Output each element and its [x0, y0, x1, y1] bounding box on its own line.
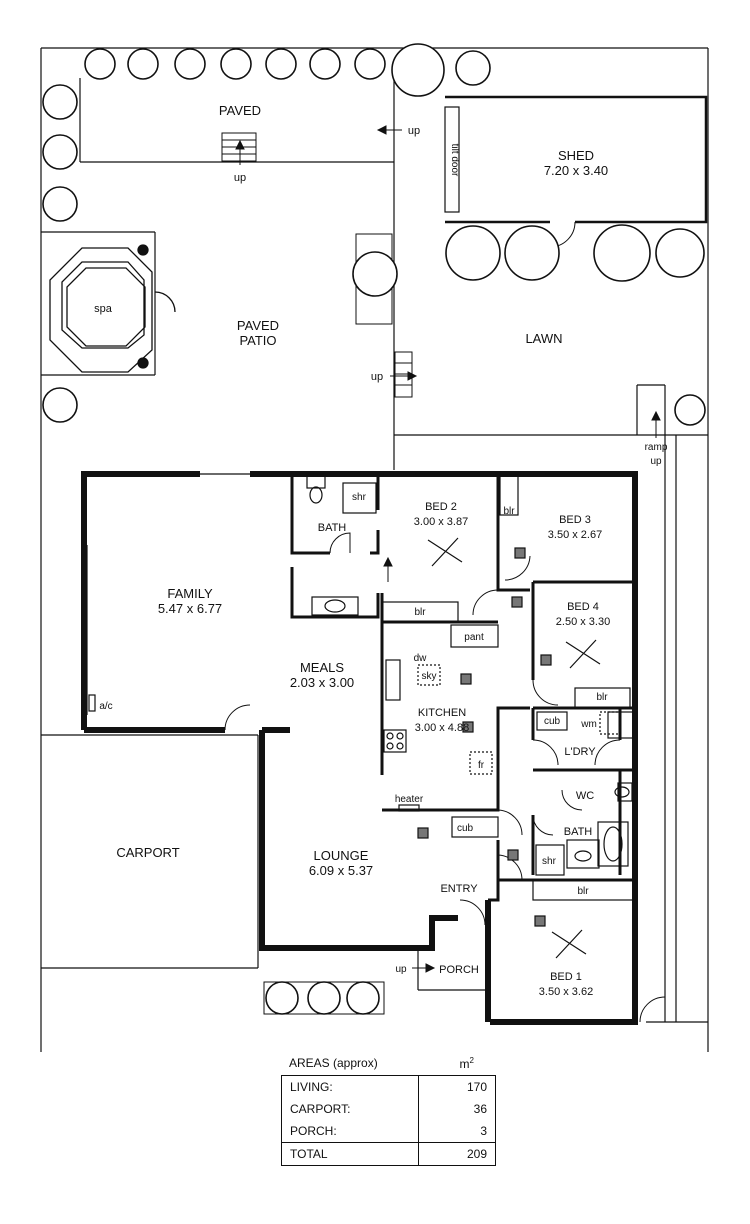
- family-label: FAMILY: [167, 586, 213, 601]
- heater-label: heater: [395, 794, 424, 805]
- fixtures: [86, 473, 636, 1023]
- bath2-label: BATH: [564, 826, 593, 838]
- areas-unit-sup: 2: [469, 1056, 474, 1065]
- bed3-label: BED 3: [559, 514, 591, 526]
- bed4-dim: 2.50 x 3.30: [556, 616, 610, 628]
- meals-label: MEALS: [300, 660, 344, 675]
- sky-label: sky: [422, 671, 437, 682]
- paved-label: PAVED: [219, 103, 261, 118]
- total-value: 209: [418, 1142, 496, 1166]
- carport-label: CARPORT: [116, 845, 179, 860]
- doors: [224, 532, 666, 1023]
- up-label-2: up: [408, 125, 420, 137]
- ramp-up-label: up: [650, 456, 662, 467]
- paved-patio-label-2: PATIO: [239, 333, 276, 348]
- bed3-dim: 3.50 x 2.67: [548, 529, 602, 541]
- up-label-1: up: [234, 172, 246, 184]
- areas-header: AREAS (approx) m2: [281, 1056, 496, 1075]
- paved-patio-label-1: PAVED: [237, 318, 279, 333]
- bed4-label: BED 4: [567, 601, 599, 613]
- lounge-dim: 6.09 x 5.37: [309, 863, 373, 878]
- areas-table: LIVING: 170 CARPORT: 36 PORCH: 3 TOTAL 2…: [281, 1075, 496, 1166]
- table-row: CARPORT: 36: [282, 1098, 496, 1120]
- table-row: PORCH: 3: [282, 1120, 496, 1143]
- ac-label: a/c: [99, 701, 112, 712]
- ramp-label: ramp: [645, 442, 668, 453]
- total-row: TOTAL 209: [281, 1142, 496, 1166]
- trees: [42, 43, 706, 1015]
- blr-bed1-label: blr: [577, 886, 589, 897]
- room-labels: PAVED up up SHED 7.20 x 3.40 tilt door P…: [94, 103, 668, 998]
- wc-label: WC: [576, 790, 594, 802]
- site-boundary: [40, 47, 709, 1052]
- blr-bed2-label: blr: [414, 607, 426, 618]
- areas-table-block: AREAS (approx) m2 LIVING: 170 CARPORT: 3…: [281, 1056, 496, 1166]
- shr2-label: shr: [542, 856, 557, 867]
- bed2-dim: 3.00 x 3.87: [414, 516, 468, 528]
- row-label: PORCH:: [290, 1124, 337, 1138]
- row-value: 170: [418, 1075, 496, 1098]
- blr-bed4-label: blr: [596, 692, 608, 703]
- row-value: 3: [418, 1120, 496, 1143]
- fr-label: fr: [478, 760, 485, 771]
- wm-label: wm: [580, 719, 597, 730]
- tilt-door-label: tilt door: [449, 144, 460, 177]
- shed: [444, 95, 708, 248]
- row-value: 36: [418, 1098, 496, 1120]
- spa-gazebo: [49, 244, 176, 373]
- porch-label: PORCH: [439, 964, 479, 976]
- entry-label: ENTRY: [440, 883, 478, 895]
- family-dim: 5.47 x 6.77: [158, 601, 222, 616]
- total-label: TOTAL: [281, 1142, 419, 1166]
- cub1-label: cub: [457, 823, 474, 834]
- areas-header-label: AREAS (approx): [289, 1056, 378, 1070]
- house-walls: [81, 471, 638, 1025]
- up-label-3: up: [371, 371, 383, 383]
- bed1-label: BED 1: [550, 971, 582, 983]
- shed-dim: 7.20 x 3.40: [544, 163, 608, 178]
- cub2-label: cub: [544, 716, 561, 727]
- spa-label: spa: [94, 303, 113, 315]
- kitchen-label: KITCHEN: [418, 707, 466, 719]
- row-label: LIVING:: [290, 1080, 333, 1094]
- lounge-label: LOUNGE: [314, 848, 369, 863]
- kitchen-dim: 3.00 x 4.88: [415, 722, 469, 734]
- table-row: LIVING: 170: [282, 1075, 496, 1098]
- areas-unit: m2: [460, 1056, 474, 1071]
- shr1-label: shr: [352, 492, 367, 503]
- pant-label: pant: [464, 632, 484, 643]
- shed-label: SHED: [558, 148, 594, 163]
- bath1-label: BATH: [318, 522, 347, 534]
- dw-label: dw: [414, 653, 428, 664]
- ldry-label: L'DRY: [564, 746, 596, 758]
- lawn-label: LAWN: [525, 331, 562, 346]
- arrows: [235, 125, 661, 973]
- bed2-label: BED 2: [425, 501, 457, 513]
- meals-dim: 2.03 x 3.00: [290, 675, 354, 690]
- row-label: CARPORT:: [290, 1102, 351, 1116]
- bed1-dim: 3.50 x 3.62: [539, 986, 593, 998]
- porch-up-label: up: [395, 964, 407, 975]
- blr-bed3-label: blr: [503, 506, 515, 517]
- areas-unit-base: m: [459, 1057, 470, 1071]
